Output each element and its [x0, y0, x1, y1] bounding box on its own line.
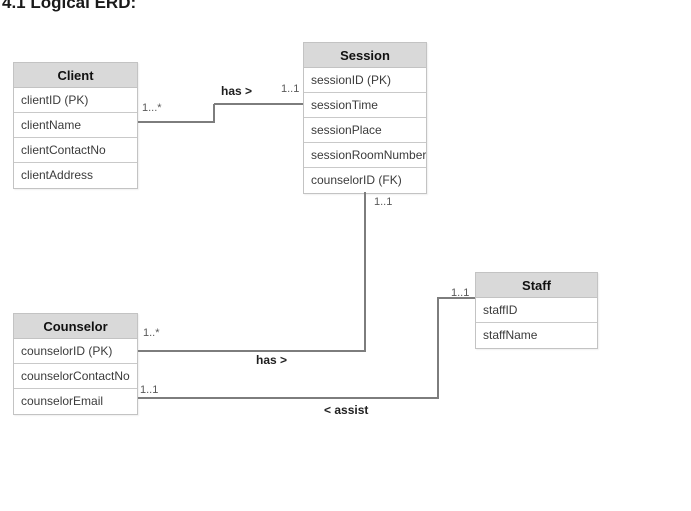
- entity-attribute: sessionPlace: [304, 118, 426, 143]
- entity-attribute: counselorEmail: [21, 394, 104, 408]
- relationship-line-segment: [437, 297, 439, 399]
- cardinality-label: 1..*: [143, 327, 160, 339]
- entity-attribute: clientName: [14, 113, 137, 138]
- relationship-line-segment: [138, 397, 439, 399]
- cardinality-label: 1..1: [281, 83, 300, 95]
- entity-attribute: clientAddress: [21, 168, 94, 182]
- entity-attribute: sessionRoomNumber: [304, 143, 426, 168]
- entity-attribute: clientID (PK): [14, 88, 137, 113]
- entity-attribute: counselorContactNo: [14, 364, 137, 389]
- cardinality-label: 1..1: [140, 384, 159, 396]
- entity-attribute: staffID: [476, 298, 597, 323]
- entity-box-session: Session sessionID (PK) sessionTime sessi…: [303, 42, 427, 194]
- relationship-label: has >: [221, 84, 253, 98]
- relationship-line-segment: [364, 192, 366, 352]
- relationship-label: has >: [256, 353, 288, 367]
- entity-attribute: sessionTime: [304, 93, 426, 118]
- relationship-line-segment: [138, 121, 215, 123]
- relationship-line-segment: [214, 103, 303, 105]
- cardinality-label: 1..1: [451, 287, 470, 299]
- relationship-label: < assist: [324, 403, 369, 417]
- entity-attribute: counselorID (PK): [14, 339, 137, 364]
- page-title: 4.1 Logical ERD:: [2, 0, 137, 12]
- entity-header: Staff: [476, 273, 597, 298]
- entity-header: Counselor: [14, 314, 137, 339]
- entity-attribute: sessionID (PK): [304, 68, 426, 93]
- entity-attribute: staffName: [483, 328, 538, 342]
- entity-header: Client: [14, 63, 137, 88]
- entity-box-counselor: Counselor counselorID (PK) counselorCont…: [13, 313, 138, 415]
- entity-box-staff: Staff staffID staffName: [475, 272, 598, 349]
- entity-attribute: clientContactNo: [14, 138, 137, 163]
- relationship-line-segment: [138, 350, 366, 352]
- relationship-line-segment: [213, 104, 215, 123]
- cardinality-label: 1...*: [142, 102, 162, 114]
- entity-attribute: counselorID (FK): [311, 173, 402, 187]
- relationship-line-segment: [437, 297, 475, 299]
- entity-header: Session: [304, 43, 426, 68]
- entity-box-client: Client clientID (PK) clientName clientCo…: [13, 62, 138, 189]
- cardinality-label: 1..1: [374, 196, 393, 208]
